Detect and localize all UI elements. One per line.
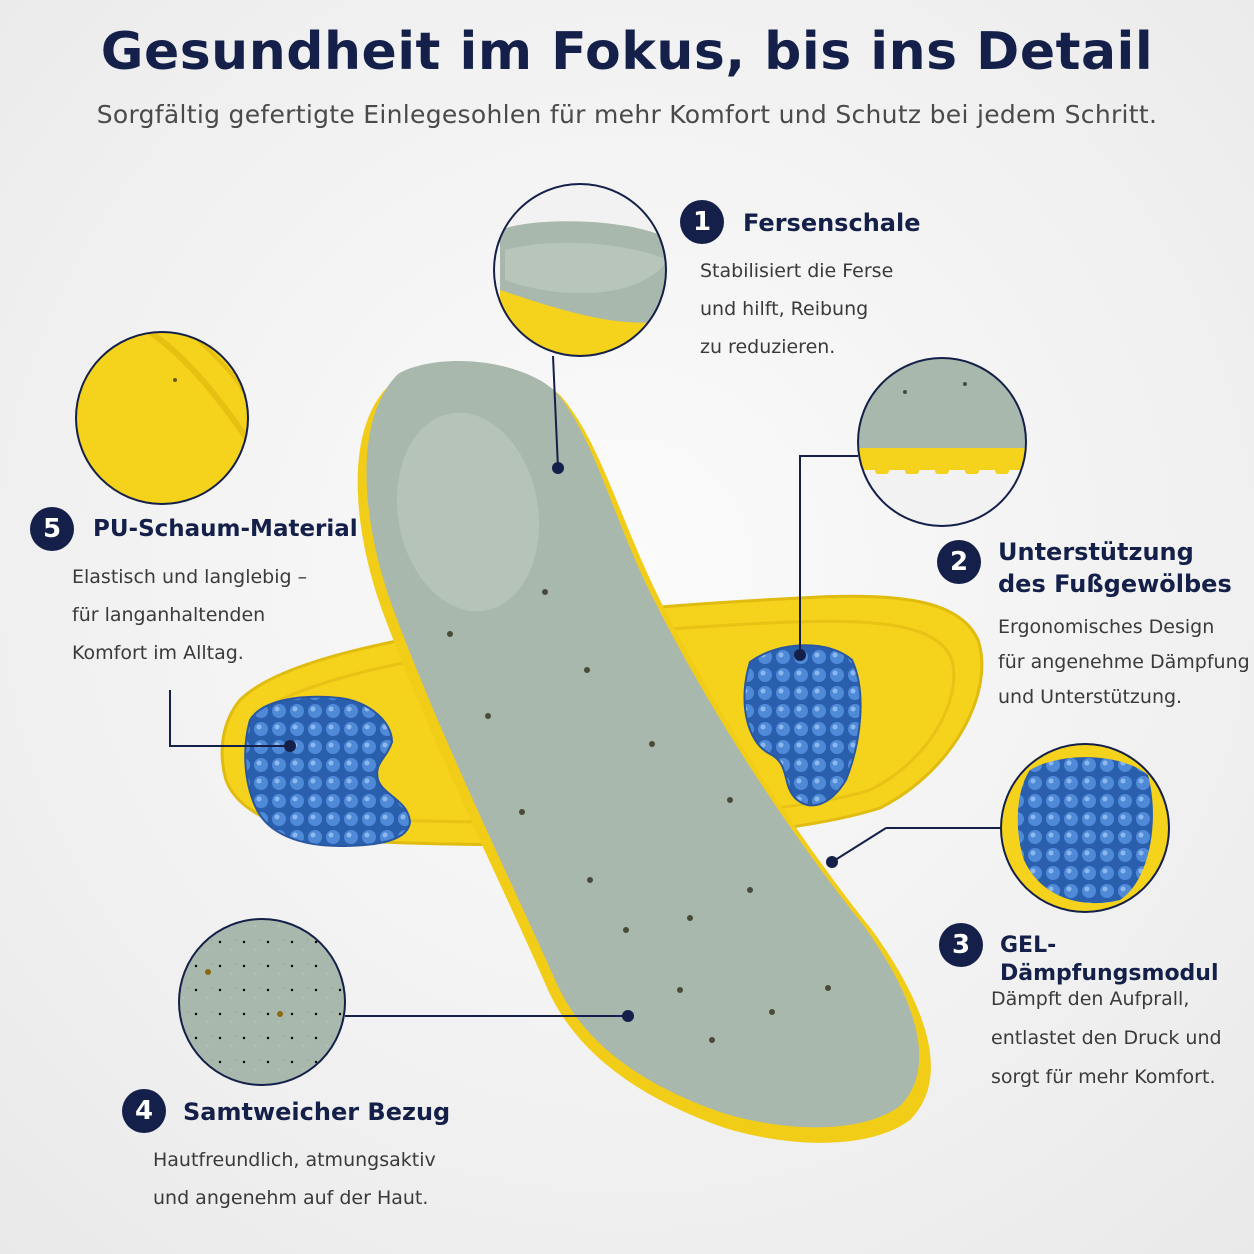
detail-circle-heel bbox=[493, 183, 667, 357]
feature-3-line-3: sorgt für mehr Komfort. bbox=[991, 1066, 1216, 1088]
feature-4-line-1: Hautfreundlich, atmungsaktiv bbox=[153, 1149, 436, 1171]
feature-title-arch-line-2: des Fußgewölbes bbox=[998, 570, 1232, 598]
feature-1-line-3: zu reduzieren. bbox=[700, 336, 836, 358]
feature-4-line-2: und angenehm auf der Haut. bbox=[153, 1187, 429, 1209]
detail-circle-cover bbox=[178, 918, 346, 1086]
badge-3: 3 bbox=[939, 923, 983, 967]
feature-title-cover: Samtweicher Bezug bbox=[183, 1098, 451, 1126]
feature-1-line-2: und hilft, Reibung bbox=[700, 298, 869, 320]
feature-title-foam: PU-Schaum-Material bbox=[93, 516, 358, 542]
feature-title-heel-cup: Fersenschale bbox=[743, 209, 921, 237]
detail-circle-gel bbox=[1000, 743, 1170, 913]
badge-4: 4 bbox=[122, 1089, 166, 1133]
detail-circle-arch bbox=[857, 357, 1027, 527]
feature-5-line-2: für langanhaltenden bbox=[72, 604, 266, 626]
feature-2-line-3: und Unterstützung. bbox=[998, 686, 1183, 708]
badge-5: 5 bbox=[30, 507, 74, 551]
detail-circle-foam bbox=[75, 331, 249, 505]
front-insole bbox=[357, 361, 931, 1143]
feature-3-line-1: Dämpft den Aufprall, bbox=[991, 988, 1190, 1010]
badge-2: 2 bbox=[937, 540, 981, 584]
feature-2-line-2: für angenehme Dämpfung bbox=[998, 651, 1250, 673]
connector-dots bbox=[284, 462, 838, 1022]
feature-title-gel: GEL-Dämpfungsmodul bbox=[1000, 933, 1219, 986]
feature-2-line-1: Ergonomisches Design bbox=[998, 616, 1215, 638]
page-subtitle: Sorgfältig gefertigte Einlegesohlen für … bbox=[96, 100, 1158, 129]
feature-3-line-2: entlastet den Druck und bbox=[991, 1027, 1222, 1049]
badge-1: 1 bbox=[680, 200, 724, 244]
feature-5-line-1: Elastisch und langlebig – bbox=[72, 566, 308, 588]
feature-5-line-3: Komfort im Alltag. bbox=[72, 642, 244, 664]
page-title: Gesundheit im Fokus, bis ins Detail bbox=[100, 22, 1154, 82]
feature-1-line-1: Stabilisiert die Ferse bbox=[700, 260, 894, 282]
connector-lines bbox=[169, 355, 1003, 1017]
feature-title-arch-line-1: Unterstützung bbox=[998, 538, 1194, 566]
